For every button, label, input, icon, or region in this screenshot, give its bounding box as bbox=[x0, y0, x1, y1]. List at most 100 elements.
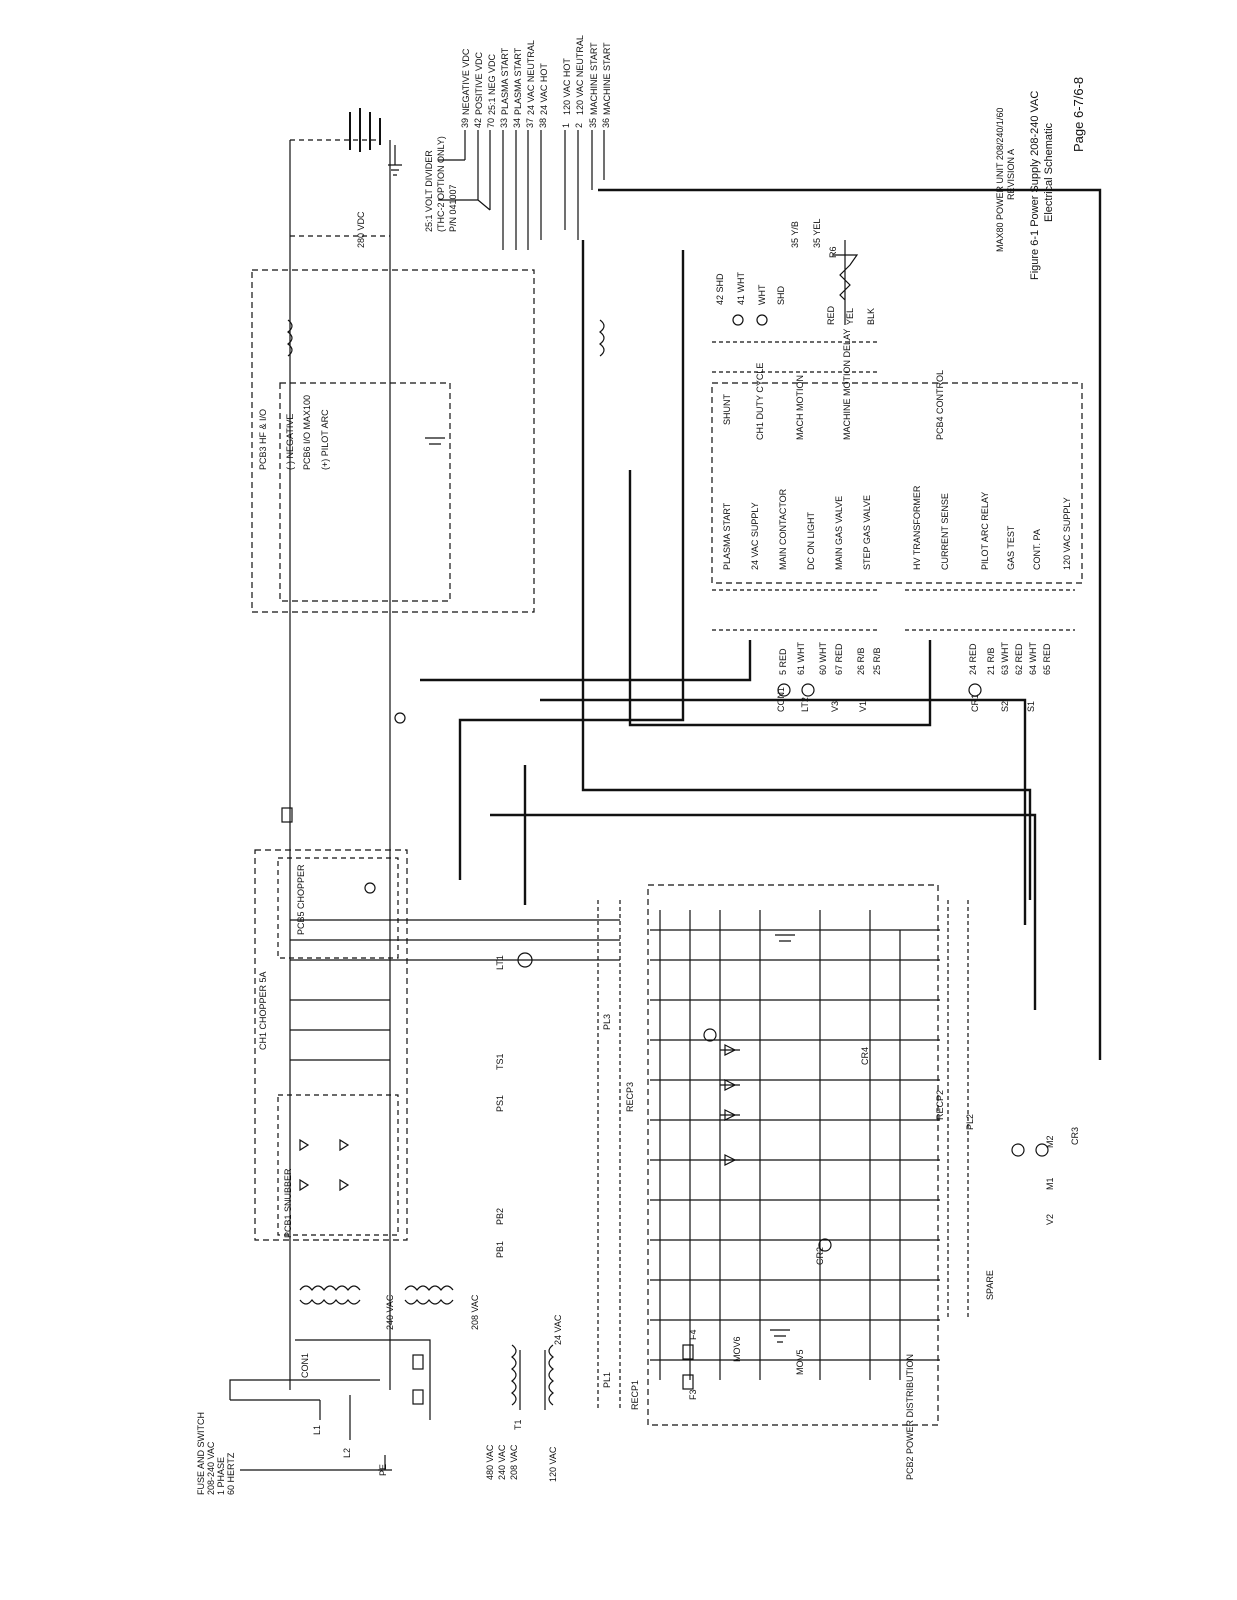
device-f3: F3 bbox=[688, 1389, 698, 1400]
t2-240-label: 240 VAC bbox=[385, 1294, 395, 1330]
wire-left-0: 5 RED bbox=[778, 648, 788, 675]
terminal-70-num: 70 bbox=[486, 117, 496, 128]
t1-label: T1 bbox=[513, 1419, 523, 1430]
device-s1: S1 bbox=[1026, 700, 1036, 712]
device-pb1: PB1 bbox=[495, 1240, 505, 1258]
fuse-switch-line1: FUSE AND SWITCH bbox=[196, 1411, 206, 1495]
pl2-label: PL2 bbox=[965, 1113, 975, 1130]
top-wire-5: 35 YEL bbox=[812, 218, 822, 248]
device-ts1: TS1 bbox=[495, 1053, 505, 1070]
device-m1: M1 bbox=[1045, 1177, 1055, 1190]
wire-left-5: 25 R/B bbox=[872, 647, 882, 675]
vdc-280-label: 280 VDC bbox=[356, 211, 366, 248]
tap-208: 208 VAC bbox=[509, 1444, 519, 1480]
terminal-35-num: 35 bbox=[588, 117, 598, 128]
wire-right-3: 62 RED bbox=[1014, 643, 1024, 675]
input-l1: L1 bbox=[312, 1424, 322, 1435]
wire-left-3: 67 RED bbox=[834, 643, 844, 675]
terminal-33-name: PLASMA START bbox=[500, 47, 510, 115]
con1-label: CON1 bbox=[300, 1352, 310, 1378]
unit-line2: REVISION A bbox=[1006, 148, 1016, 200]
wire-right-1: 21 R/B bbox=[986, 647, 996, 675]
figure-title: Figure 6-1 Power Supply 208-240 VAC bbox=[1029, 90, 1041, 280]
device-v1: V1 bbox=[858, 700, 868, 712]
device-cr3: CR3 bbox=[1070, 1126, 1080, 1145]
top-wire-9: BLK bbox=[866, 307, 876, 325]
terminal-37-num: 37 bbox=[525, 117, 535, 128]
top-wire-4: 35 Y/B bbox=[790, 221, 800, 248]
pcb4-left-4: MAIN GAS VALVE bbox=[834, 495, 844, 570]
top-wire-1: 41 WHT bbox=[736, 271, 746, 305]
wire-right-5: 65 RED bbox=[1042, 643, 1052, 675]
terminal-37-name: 24 VAC NEUTRAL bbox=[526, 40, 536, 115]
pcb4-right-0: HV TRANSFORMER bbox=[912, 485, 922, 570]
wire-right-4: 64 WHT bbox=[1028, 641, 1038, 675]
pcb4-top-3: MACHINE MOTION DELAY bbox=[842, 328, 852, 440]
spare-label: SPARE bbox=[985, 1270, 995, 1300]
unit-line1: MAX80 POWER UNIT 208/240/1/60 bbox=[995, 107, 1005, 252]
terminal-38-name: 24 VAC HOT bbox=[539, 63, 549, 115]
ch1-label: CH1 CHOPPER 5A bbox=[258, 971, 268, 1050]
figure-subtitle: Electrical Schematic bbox=[1043, 122, 1055, 222]
top-wire-0: 42 SHD bbox=[715, 273, 725, 305]
terminal-38-num: 38 bbox=[538, 117, 548, 128]
fuse-switch-line3: 1 PHASE bbox=[216, 1456, 226, 1495]
device-ps1: PS1 bbox=[495, 1094, 505, 1112]
recp2-label: RECP2 bbox=[935, 1089, 945, 1120]
pcb4-top-0: SHUNT bbox=[722, 394, 732, 425]
device-v2: V2 bbox=[1045, 1213, 1055, 1225]
terminal-42-num: 42 bbox=[473, 117, 483, 128]
fuse-switch-line2: 208-240 VAC bbox=[206, 1441, 216, 1495]
top-wire-7: RED bbox=[826, 305, 836, 325]
pcb2-label: PCB2 POWER DISTRIBUTION bbox=[905, 1353, 915, 1480]
pcb4-right-2: PILOT ARC RELAY bbox=[980, 491, 990, 570]
wire-left-1: 61 WHT bbox=[796, 641, 806, 675]
device-s2: S2 bbox=[1000, 700, 1010, 712]
pl1-label: PL1 bbox=[602, 1371, 612, 1388]
pcb4-left-2: MAIN CONTACTOR bbox=[778, 488, 788, 570]
input-l2: L2 bbox=[342, 1447, 352, 1458]
pcb6-label: PCB6 I/O MAX100 bbox=[302, 394, 312, 470]
tap-24: 24 VAC bbox=[553, 1314, 563, 1345]
pcb4-right-3: GAS TEST bbox=[1006, 525, 1016, 570]
pcb4-right-4: CONT. PA bbox=[1032, 529, 1042, 570]
device-v3: V3 bbox=[830, 700, 840, 712]
tap-120: 120 VAC bbox=[548, 1446, 558, 1482]
terminal-33-num: 33 bbox=[499, 117, 509, 128]
device-mov5: MOV5 bbox=[795, 1349, 805, 1375]
pcb4-top-2: MACH MOTION bbox=[795, 375, 805, 440]
top-wire-6: R6 bbox=[828, 246, 838, 258]
tap-240: 240 VAC bbox=[497, 1444, 507, 1480]
pcb4-right-1: CURRENT SENSE bbox=[940, 493, 950, 570]
device-con1: CON1 bbox=[776, 686, 786, 712]
terminal-70-name: 25:1 NEG VDC bbox=[487, 53, 497, 115]
divider-line3: P/N 041007 bbox=[448, 184, 458, 232]
pcb4-right-5: 120 VAC SUPPLY bbox=[1062, 497, 1072, 570]
terminal-36-name: MACHINE START bbox=[602, 42, 612, 115]
pcb4-left-3: DC ON LIGHT bbox=[806, 511, 816, 570]
tap-480: 480 VAC bbox=[485, 1444, 495, 1480]
device-cr1: CR1 bbox=[970, 693, 980, 712]
terminal-1-name: 120 VAC HOT bbox=[562, 58, 572, 115]
input-pe: PE bbox=[378, 1463, 388, 1476]
terminal-34-num: 34 bbox=[512, 117, 522, 128]
device-m2: M2 bbox=[1045, 1135, 1055, 1148]
terminal-42-name: POSITIVE VDC bbox=[474, 51, 484, 115]
device-pb2: PB2 bbox=[495, 1207, 505, 1225]
pcb4-left-1: 24 VAC SUPPLY bbox=[750, 502, 760, 570]
top-wire-2: WHT bbox=[757, 284, 767, 306]
device-mov6: MOV6 bbox=[732, 1336, 742, 1362]
pl3-label: PL3 bbox=[602, 1013, 612, 1030]
pilot-arc-label: (+) PILOT ARC bbox=[320, 409, 330, 470]
wire-right-0: 24 RED bbox=[968, 643, 978, 675]
pcb4-top-1: CH1 DUTY CYCLE bbox=[755, 362, 765, 440]
device-cr2: CR2 bbox=[815, 1246, 825, 1265]
terminal-39-num: 39 bbox=[460, 117, 470, 128]
terminal-1-num: 1 bbox=[561, 122, 571, 128]
terminal-34-name: PLASMA START bbox=[513, 47, 523, 115]
recp3-label: RECP3 bbox=[625, 1081, 635, 1112]
top-wire-3: SHD bbox=[776, 285, 786, 305]
terminal-35-name: MACHINE START bbox=[589, 42, 599, 115]
device-f4: F4 bbox=[688, 1329, 698, 1340]
